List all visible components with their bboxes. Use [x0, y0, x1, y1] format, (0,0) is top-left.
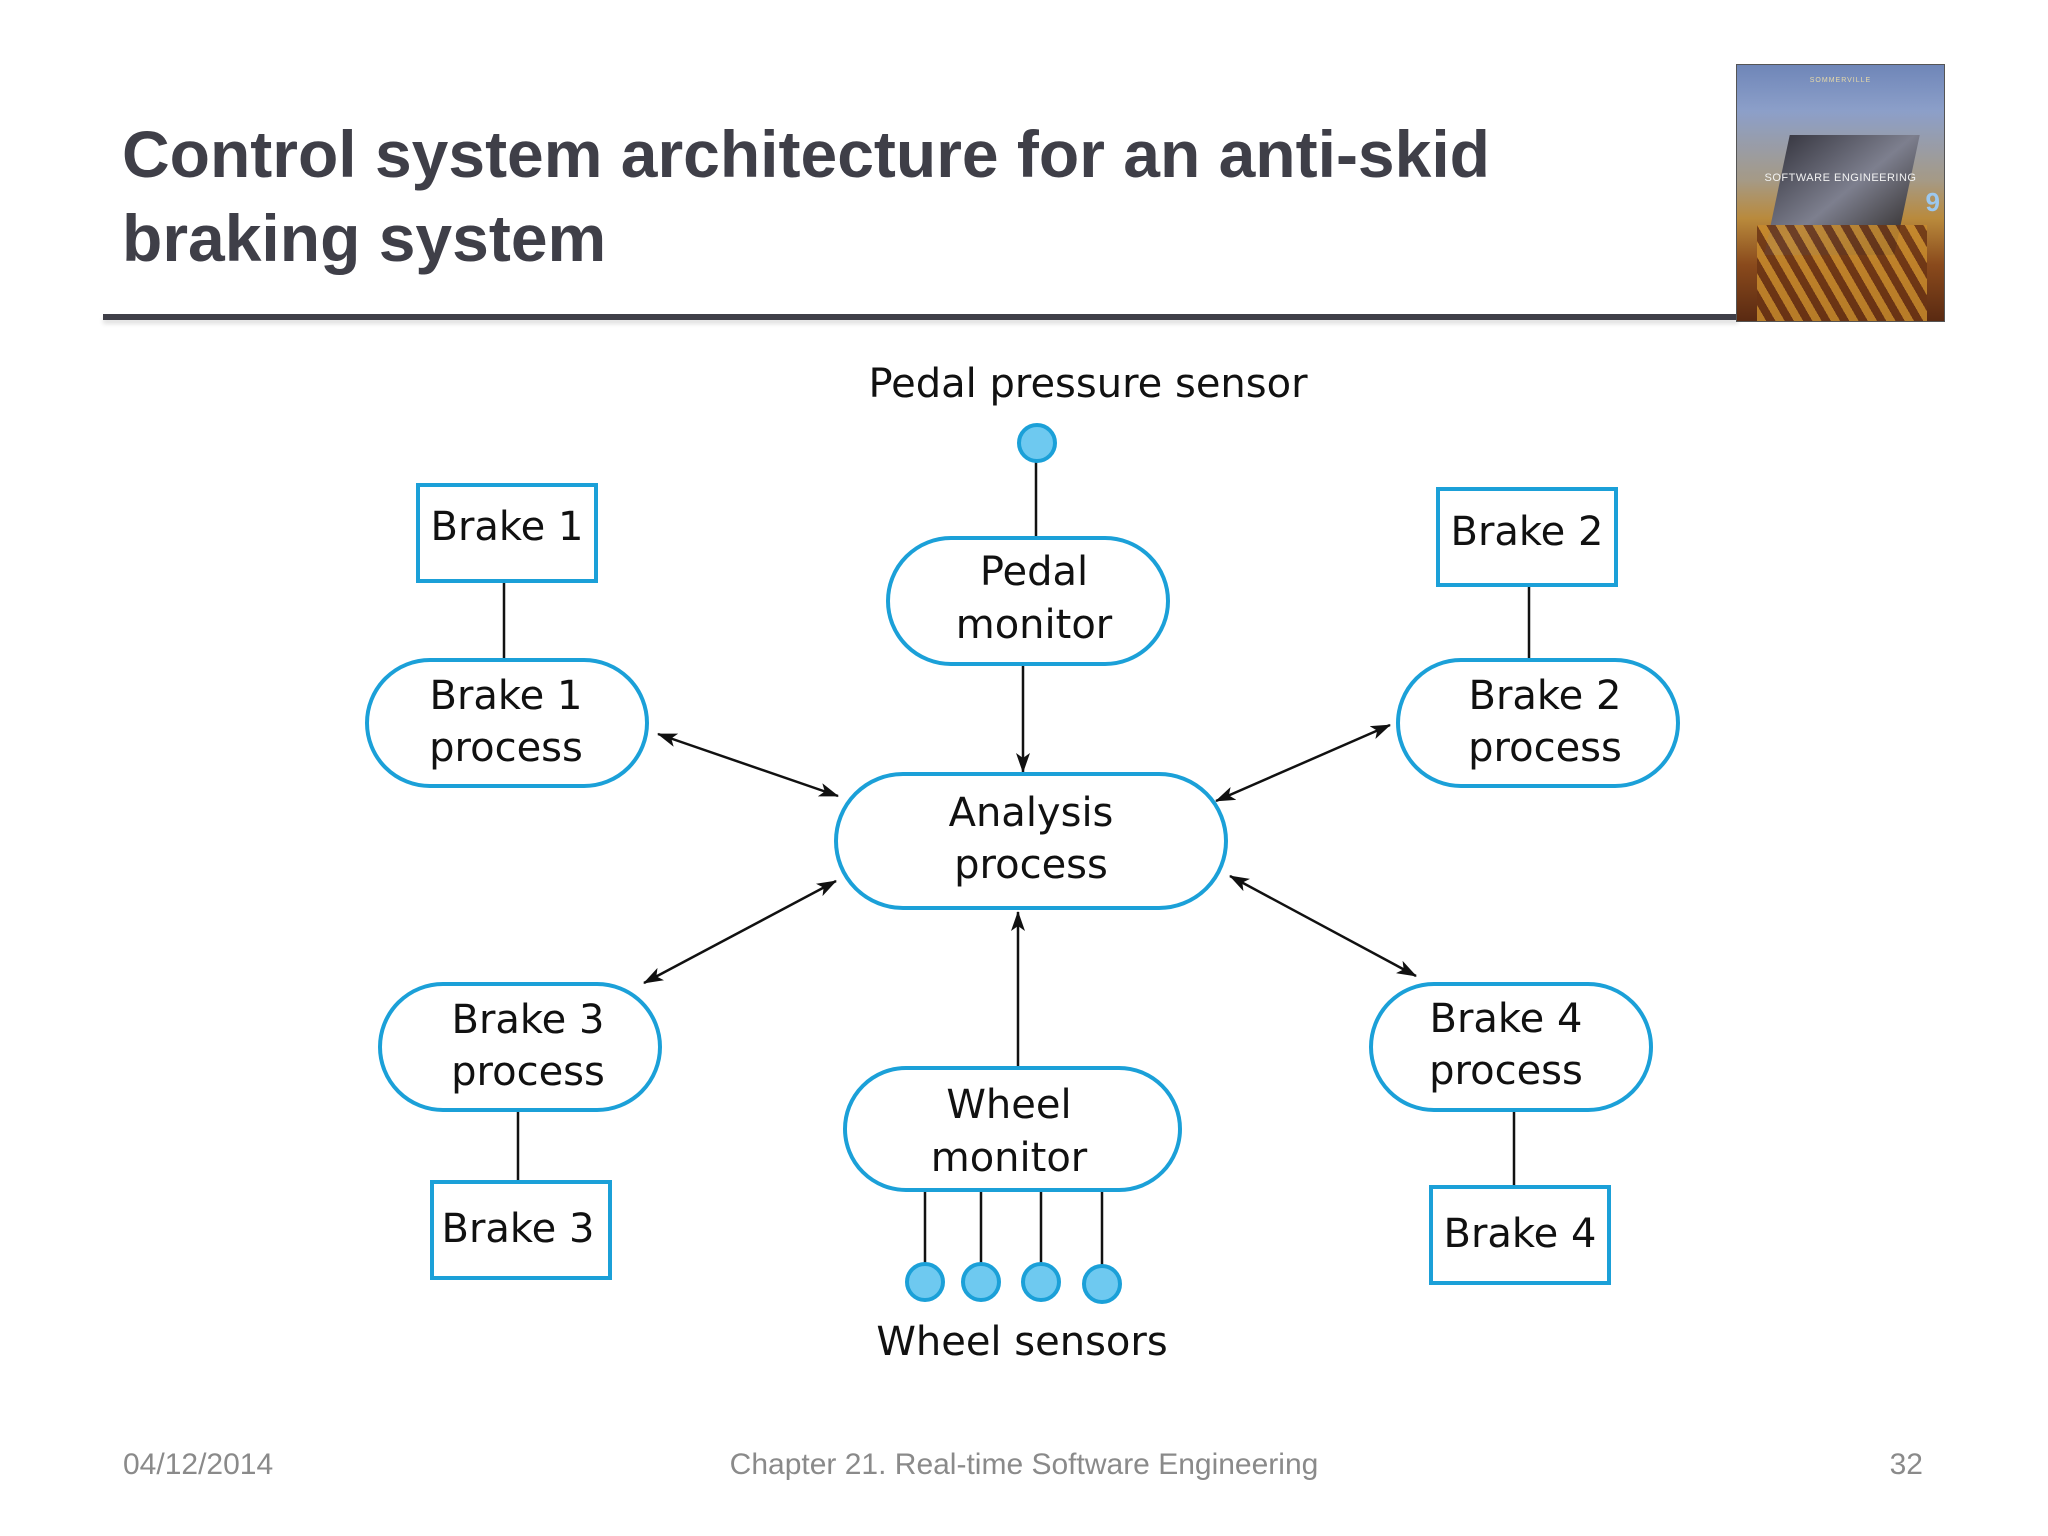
brake2-box-label: Brake 2 — [1451, 509, 1604, 555]
cover-title: SOFTWARE ENGINEERING — [1764, 172, 1917, 184]
brake3-process-label-1: Brake 3 — [452, 997, 605, 1043]
wheel-sensor-3 — [1021, 1262, 1061, 1302]
wheel-sensor-4 — [1082, 1264, 1122, 1304]
wheel-monitor-process — [843, 1066, 1182, 1192]
wheel-sensors-label: Wheel sensors — [876, 1319, 1167, 1365]
arrow-brake1-analysis — [657, 732, 839, 798]
arrow-brake3-analysis — [643, 879, 837, 985]
footer-chapter: Chapter 21. Real-time Software Engineeri… — [729, 1448, 1319, 1481]
brake4-process-label-2: process — [1429, 1048, 1583, 1094]
title-underline — [103, 314, 1738, 320]
brake1-box — [416, 483, 598, 583]
brake2-process-label-1: Brake 2 — [1469, 673, 1622, 719]
cover-art-scaffold — [1757, 225, 1927, 321]
footer-date: 04/12/2014 — [123, 1448, 274, 1481]
wheel-sensor-2 — [961, 1262, 1001, 1302]
analysis-process-label-2: process — [954, 842, 1108, 888]
brake4-process-label-1: Brake 4 — [1430, 996, 1583, 1042]
pedal-pressure-sensor-label: Pedal pressure sensor — [868, 361, 1308, 407]
analysis-process — [834, 772, 1228, 910]
brake2-process-label-2: process — [1468, 725, 1622, 771]
cover-edition: 9 — [1925, 187, 1940, 217]
brake1-process-label-1: Brake 1 — [430, 673, 583, 719]
arrow-brake4-analysis — [1229, 874, 1417, 978]
brake3-box-label: Brake 3 — [442, 1206, 595, 1252]
brake1-box-label: Brake 1 — [431, 504, 584, 550]
brake4-box-label: Brake 4 — [1444, 1211, 1597, 1257]
pedal-pressure-sensor — [1017, 423, 1057, 463]
brake1-process — [365, 658, 649, 788]
wheel-sensor-1 — [905, 1262, 945, 1302]
brake2-process — [1396, 658, 1680, 788]
brake2-box — [1436, 487, 1618, 587]
analysis-process-label-1: Analysis — [949, 790, 1114, 836]
book-cover-image: SOMMERVILLE SOFTWARE ENGINEERING 9 — [1736, 64, 1945, 322]
pedal-monitor-process — [886, 536, 1170, 666]
pedal-monitor-label-2: monitor — [956, 602, 1113, 648]
slide-title: Control system architecture for an anti-… — [122, 117, 1490, 275]
brake4-process — [1369, 982, 1653, 1112]
wheel-monitor-label-1: Wheel — [946, 1082, 1071, 1128]
cover-author: SOMMERVILLE — [1809, 77, 1872, 84]
brake4-box — [1429, 1185, 1611, 1285]
brake1-process-label-2: process — [429, 725, 583, 771]
arrow-brake2-analysis — [1215, 723, 1391, 803]
brake3-box — [430, 1180, 612, 1280]
wheel-monitor-label-2: monitor — [931, 1135, 1088, 1181]
pedal-monitor-label-1: Pedal — [980, 549, 1088, 595]
brake3-process — [378, 982, 662, 1112]
brake3-process-label-2: process — [451, 1049, 605, 1095]
page-number: 32 — [1889, 1448, 1923, 1481]
